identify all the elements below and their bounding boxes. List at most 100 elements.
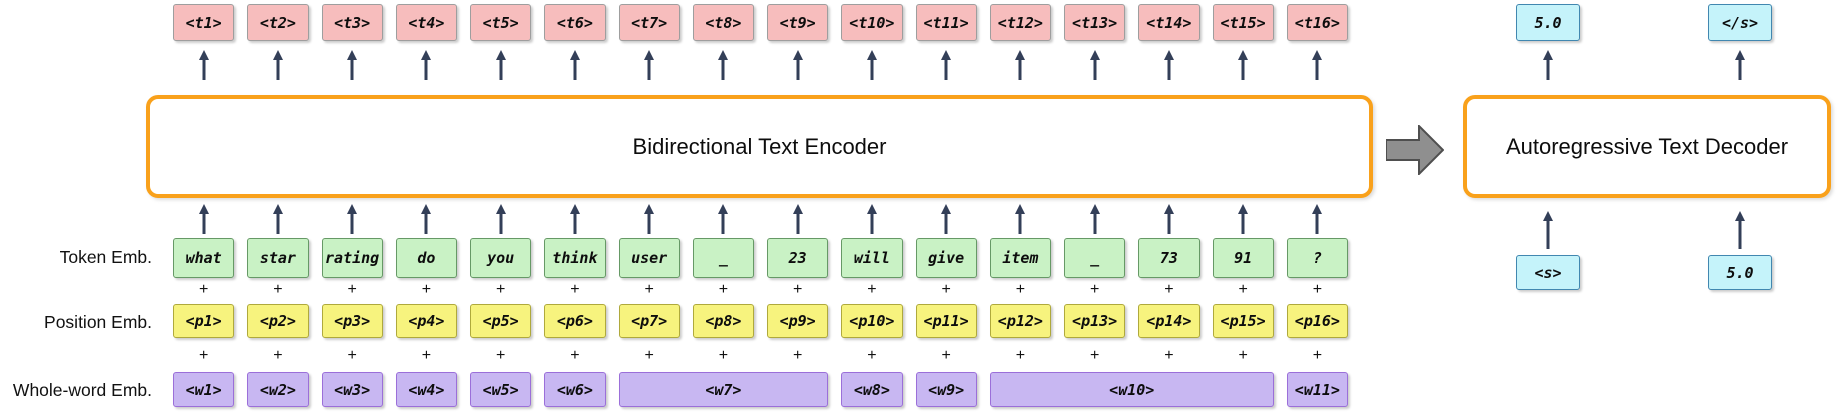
encoder-output-token-box: <t16>: [1286, 4, 1348, 41]
position-emb-box: <p11>: [915, 304, 977, 338]
encoder-output-token-box: <t9>: [767, 4, 829, 41]
plus-icon: +: [1164, 347, 1174, 364]
plus-icon: +: [718, 281, 729, 298]
plus-icon: +: [1238, 281, 1248, 298]
position-emb-box: <p2>: [247, 304, 309, 338]
token-emb-box: ?: [1286, 238, 1348, 278]
plus-icon: +: [198, 347, 209, 364]
whole-word-emb-label: Whole-word Emb.: [12, 380, 152, 400]
token-emb-box: 91: [1212, 238, 1274, 278]
plus-icon: +: [1015, 347, 1026, 364]
up-arrow-icon: [173, 204, 234, 234]
position-emb-box: <p15>: [1212, 304, 1274, 338]
plus-icon: +: [1089, 281, 1100, 298]
plus-icon: +: [941, 347, 951, 364]
decoder-input-box: 5.0: [1708, 255, 1772, 290]
plus-icon: +: [867, 281, 877, 298]
decoder-title: Autoregressive Text Decoder: [1505, 133, 1789, 159]
position-emb-box: <p13>: [1064, 304, 1126, 338]
whole-word-emb-box: <w9>: [915, 372, 977, 407]
up-arrow-icon: [1287, 50, 1348, 80]
whole-word-emb-box: <w5>: [470, 372, 532, 407]
encoder-output-tokens-row: <t1><t2><t3><t4><t5><t6><t7><t8><t9><t10…: [173, 4, 1348, 41]
position-emb-box: <p4>: [395, 304, 457, 338]
plus-icon: +: [273, 281, 283, 298]
plus-icon: +: [1312, 281, 1323, 298]
plus-icon: +: [421, 347, 432, 364]
plus-icon: +: [421, 281, 432, 298]
token-emb-box: _: [1064, 238, 1126, 278]
encoder-output-token-box: <t5>: [470, 4, 532, 41]
token-emb-box: 23: [767, 238, 829, 278]
plus-icon: +: [347, 281, 357, 298]
decoder-output-box: </s>: [1708, 4, 1772, 41]
position-emb-box: <p16>: [1286, 304, 1348, 338]
up-arrow-icon: [693, 50, 754, 80]
up-arrow-icon: [396, 204, 457, 234]
whole-word-emb-box: <w4>: [395, 372, 457, 407]
token-emb-box: give: [915, 238, 977, 278]
position-emb-box: <p14>: [1138, 304, 1200, 338]
plus-icon: +: [1312, 347, 1323, 364]
plus-icon: +: [792, 281, 803, 298]
token-emb-label: Token Emb.: [59, 247, 152, 267]
up-arrow-icon: [619, 204, 680, 234]
encoder-output-token-box: <t10>: [841, 4, 903, 41]
up-arrow-icon: [841, 204, 902, 234]
encoder-input-arrows-row: [173, 204, 1348, 234]
token-emb-box: what: [173, 238, 235, 278]
whole-word-emb-row: <w1><w2><w3><w4><w5><w6><w7><w8><w9><w10…: [173, 372, 1348, 407]
up-arrow-icon: [1542, 50, 1554, 80]
up-arrow-icon: [767, 50, 828, 80]
token-emb-box: will: [841, 238, 903, 278]
encoder-output-token-box: <t13>: [1064, 4, 1126, 41]
whole-word-emb-box: <w10>: [989, 372, 1274, 407]
plus-icon: +: [941, 281, 951, 298]
up-arrow-icon: [1542, 211, 1554, 249]
plus-row-1: ++++++++++++++++: [173, 281, 1348, 299]
position-emb-box: <p7>: [618, 304, 680, 338]
decoder-box: Autoregressive Text Decoder: [1463, 95, 1831, 198]
plus-icon: +: [570, 347, 580, 364]
token-emb-box: _: [692, 238, 754, 278]
position-emb-box: <p12>: [989, 304, 1051, 338]
position-emb-label: Position Emb.: [44, 312, 152, 332]
encoder-output-token-box: <t3>: [321, 4, 383, 41]
plus-row-2: ++++++++++++++++: [173, 347, 1348, 365]
token-emb-box: user: [618, 238, 680, 278]
token-emb-box: you: [470, 238, 532, 278]
position-emb-box: <p6>: [544, 304, 606, 338]
plus-icon: +: [495, 347, 506, 364]
encoder-output-token-box: <t14>: [1138, 4, 1200, 41]
token-emb-box: 73: [1138, 238, 1200, 278]
up-arrow-icon: [247, 204, 308, 234]
encoder-output-token-box: <t4>: [395, 4, 457, 41]
position-emb-box: <p3>: [321, 304, 383, 338]
position-emb-box: <p5>: [470, 304, 532, 338]
up-arrow-icon: [619, 50, 680, 80]
up-arrow-icon: [396, 50, 457, 80]
up-arrow-icon: [1213, 50, 1274, 80]
token-emb-box: rating: [321, 238, 383, 278]
position-emb-box: <p9>: [767, 304, 829, 338]
up-arrow-icon: [322, 204, 383, 234]
up-arrow-icon: [916, 50, 977, 80]
whole-word-emb-box: <w3>: [321, 372, 383, 407]
whole-word-emb-box: <w6>: [544, 372, 606, 407]
encoder-output-token-box: <t1>: [173, 4, 235, 41]
plus-icon: +: [1164, 281, 1174, 298]
decoder-input-box: <s>: [1516, 255, 1580, 290]
plus-icon: +: [347, 347, 357, 364]
whole-word-emb-box: <w11>: [1286, 372, 1348, 407]
encoder-output-token-box: <t12>: [989, 4, 1051, 41]
encoder-to-decoder-arrow-icon: [1385, 123, 1445, 177]
whole-word-emb-box: <w7>: [618, 372, 829, 407]
up-arrow-icon: [1287, 204, 1348, 234]
up-arrow-icon: [247, 50, 308, 80]
encoder-output-token-box: <t11>: [915, 4, 977, 41]
up-arrow-icon: [470, 204, 531, 234]
plus-icon: +: [644, 347, 654, 364]
encoder-output-token-box: <t6>: [544, 4, 606, 41]
